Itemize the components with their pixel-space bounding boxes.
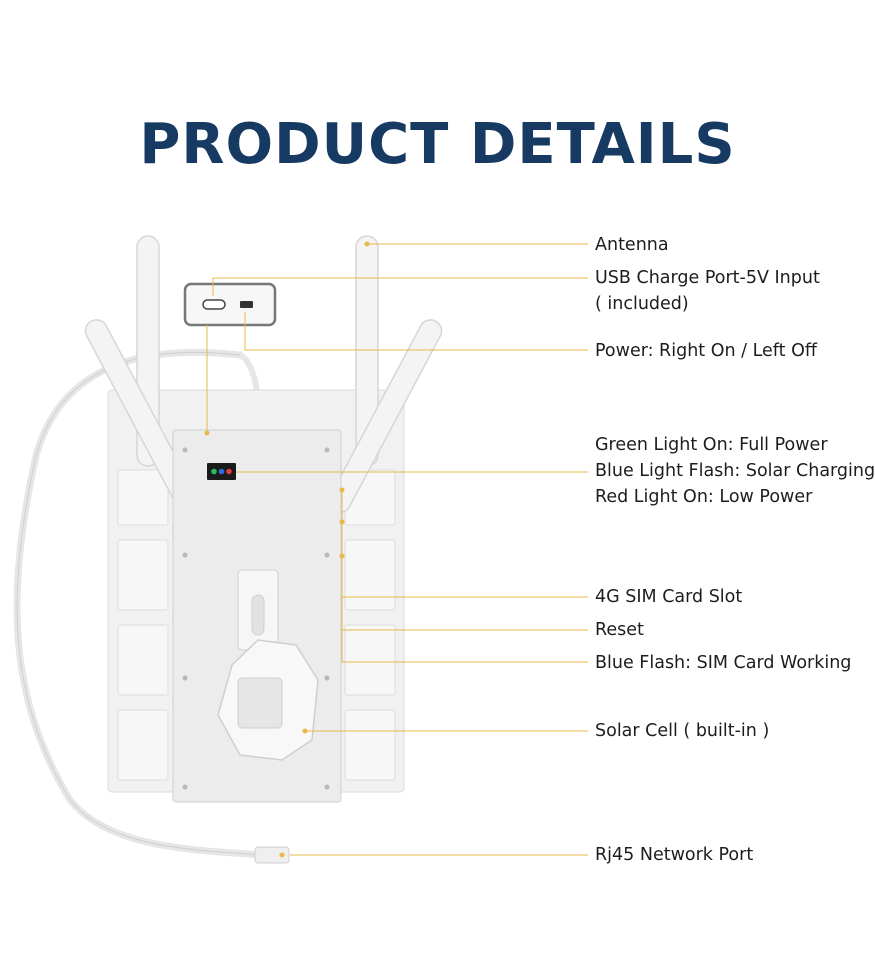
page-title: PRODUCT DETAILS [139,112,736,177]
blue-led-icon [218,468,225,475]
red-led-icon [226,468,232,475]
callout-solar-cell: Solar Cell ( built-in ) [595,721,770,741]
callout-reset: Reset [595,620,644,640]
green-led-icon [211,468,217,475]
callout-rj45-port: Rj45 Network Port [595,845,754,865]
callout-red-light: Red Light On: Low Power [595,487,813,507]
usb-inset-frame [183,282,277,327]
callout-power-switch: Power: Right On / Left Off [595,341,817,361]
power-switch-icon [240,301,253,308]
callout-sim-slot: 4G SIM Card Slot [595,587,743,607]
rj45-connector [254,846,290,864]
callout-antenna: Antenna [595,235,669,255]
callout-usb-port-note: ( included) [595,294,689,314]
callout-blue-flash: Blue Flash: SIM Card Working [595,653,852,673]
callout-usb-port: USB Charge Port-5V Input [595,268,820,288]
usb-port-icon [202,299,226,310]
callout-blue-light: Blue Light Flash: Solar Charging [595,461,875,481]
callout-green-light: Green Light On: Full Power [595,435,828,455]
